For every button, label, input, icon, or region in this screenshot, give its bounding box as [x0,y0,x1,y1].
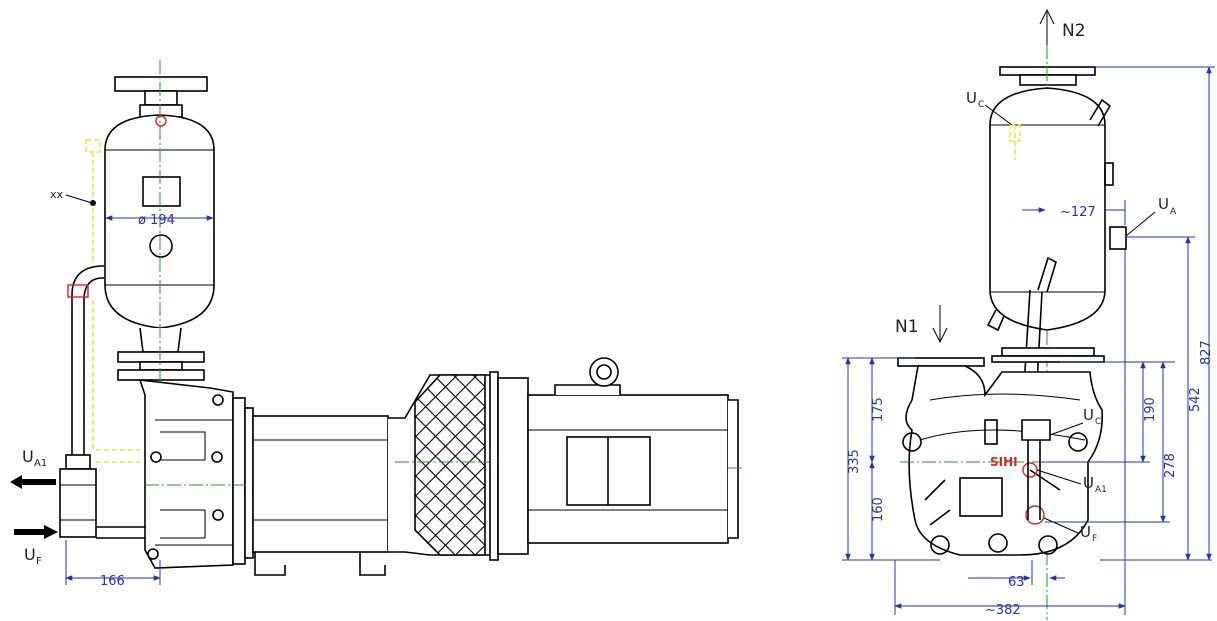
uc-top-label: U [966,89,977,107]
ua1-right-connection: U A1 [1036,469,1107,495]
dim-335-text: 335 [847,449,862,474]
dim-vessel-diameter-text: ø 194 [138,213,175,228]
coupling-guard [395,371,529,561]
end-lower-flange [897,347,1105,367]
dim-382-text: ~382 [985,603,1021,618]
dim-190: 190 [1040,361,1175,463]
end-vessel [986,87,1127,332]
dim-63-text: 63 [1008,575,1025,590]
ua-sub: A [1170,207,1177,217]
side-piping [59,139,145,539]
dim-127-text: ~127 [1060,205,1096,220]
uc-top-sub: C [978,100,984,110]
uc-mid-connection: U C [1049,406,1101,436]
note-marker: xx [50,188,93,204]
n1-label: N1 [895,317,919,337]
dim-827-text: 827 [1199,340,1214,365]
uf-left-sub: F [36,556,42,567]
ua-label: U [1158,195,1169,213]
dim-335: 335 [842,357,940,561]
dim-542: 542 [1100,236,1212,561]
dim-63: 63 [968,560,1065,590]
uc-mid-sub: C [1095,417,1101,427]
pump-body [138,379,254,569]
n2-outlet: N2 [1039,8,1086,45]
dim-vessel-diameter: ø 194 [105,213,214,228]
uf-right-label: U [1080,523,1091,541]
uf-right-connection: U F [1043,517,1097,544]
dim-542-text: 542 [1188,387,1203,412]
note-marker-text: xx [50,188,64,201]
n2-label: N2 [1062,21,1086,41]
uf-left-connection: U F [14,525,58,567]
electric-motor [527,357,745,544]
dim-278: 278 [1045,361,1178,523]
dim-175-text: 175 [871,397,886,422]
ua1-left-sub: A1 [34,458,47,469]
vessel-lower-flange [117,327,205,381]
end-view: N2 [842,8,1215,620]
uf-left-label: U [24,545,36,564]
uc-top-connection: U C [966,89,1013,126]
uf-right-sub: F [1092,534,1097,544]
dim-166-text: 166 [100,574,125,589]
dim-160-text: 160 [871,497,886,522]
ua-connection: U A [1125,195,1177,237]
dim-190-text: 190 [1143,397,1158,422]
dim-278-text: 278 [1163,453,1178,478]
dim-160: 160 [869,461,886,561]
ua1-left-label: U [22,447,34,466]
n1-inlet: N1 [895,305,948,344]
dim-827: 827 [1095,66,1215,561]
dim-175: 175 [869,357,886,463]
ua1-right-label: U [1083,474,1094,492]
end-pump-casing: SIHI [900,365,1104,556]
side-view: ø 194 166 xx U A1 U F [10,60,745,589]
vessel-top-flange [114,76,208,118]
dim-382: ~382 [894,250,1126,618]
dim-166: 166 [65,540,161,589]
brand-logo: SIHI [990,455,1018,469]
ua1-right-sub: A1 [1095,485,1107,495]
uc-mid-label: U [1083,406,1094,424]
ua1-left-connection: U A1 [10,447,56,489]
dim-127: ~127 [1022,200,1126,225]
